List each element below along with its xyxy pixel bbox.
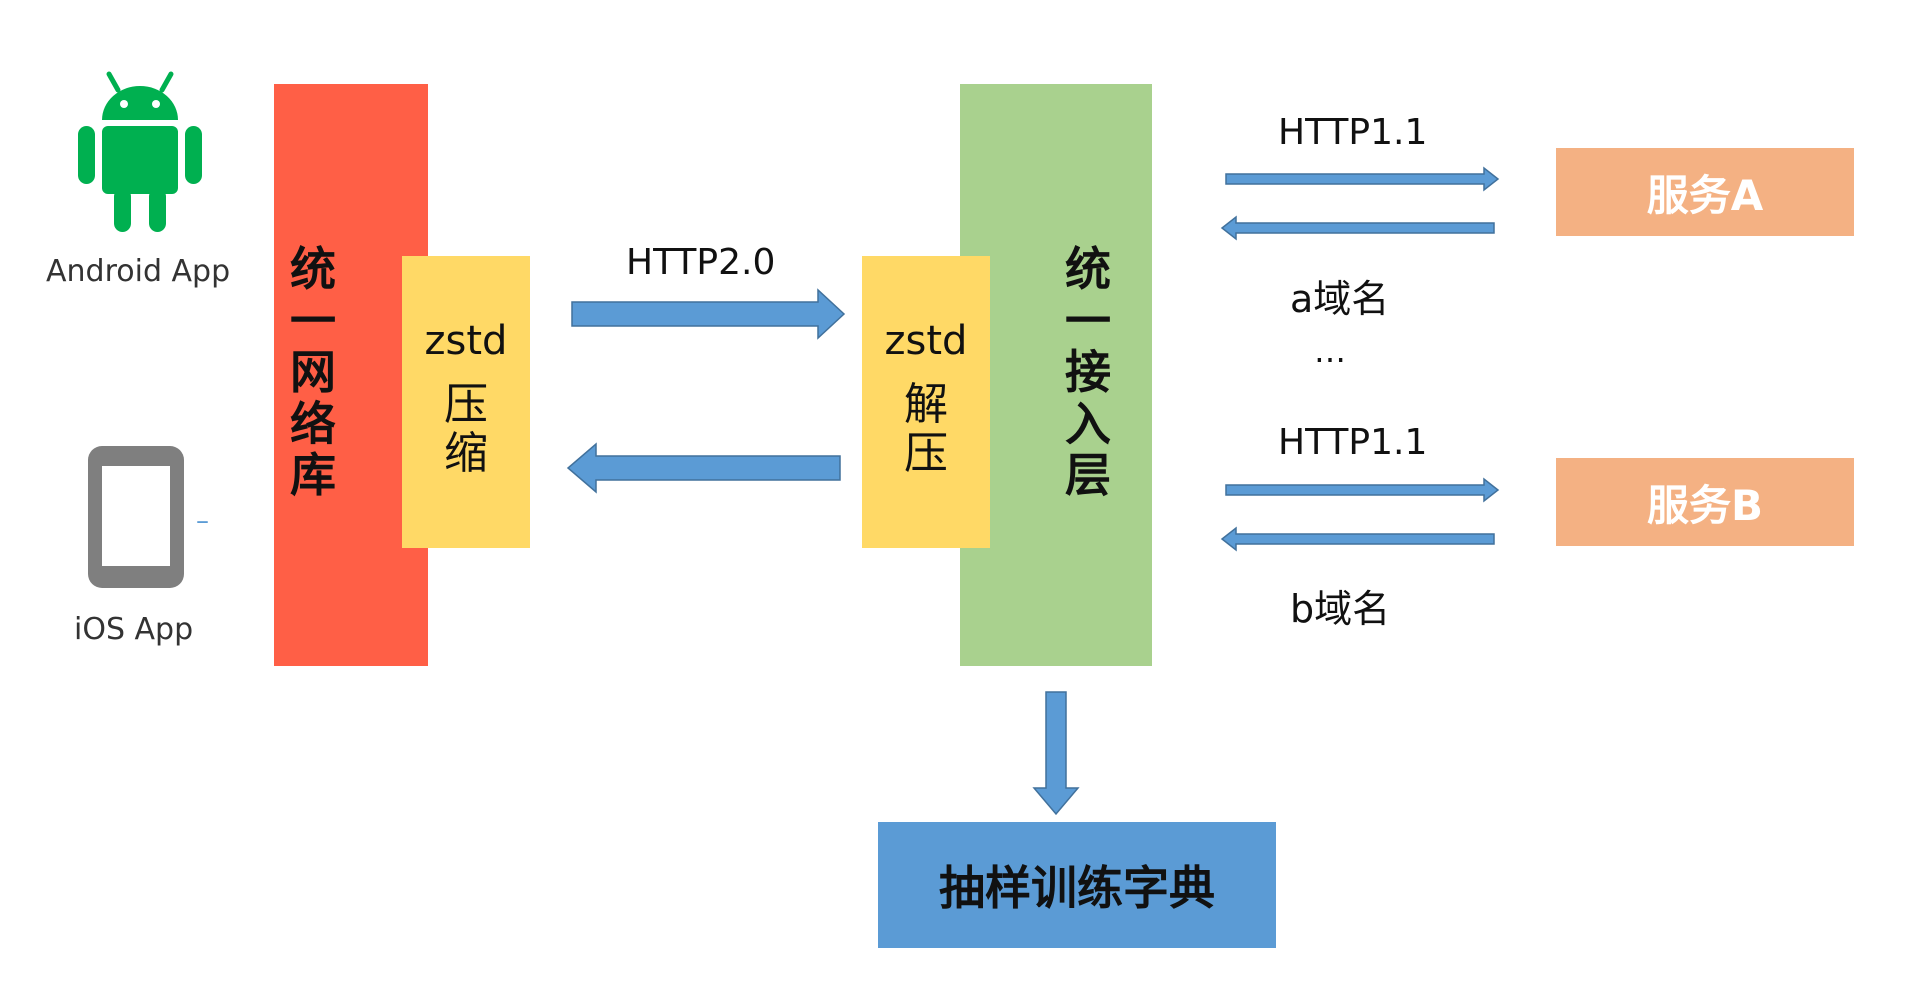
unified-access-layer-char: 接 xyxy=(1065,345,1111,400)
zstd-compress-char: 压 xyxy=(444,379,488,430)
unified-access-layer-char: 一 xyxy=(1065,293,1111,348)
http11-a-label: HTTP1.1 xyxy=(1278,112,1428,153)
service-b-box: 服务B xyxy=(1556,458,1854,546)
sampling-training-dictionary-box: 抽样训练字典 xyxy=(878,822,1276,948)
unified-access-layer-char: 层 xyxy=(1065,448,1111,503)
unified-network-library-char: 网 xyxy=(290,345,336,400)
service-b-label: 服务B xyxy=(1646,480,1763,530)
unified-network-library-char: 库 xyxy=(290,448,336,503)
android-app-label: Android App xyxy=(46,254,231,289)
unified-network-library-char: 络 xyxy=(290,396,336,451)
domain-a-label: a域名 xyxy=(1290,277,1390,321)
zstd-compress-title: zstd xyxy=(424,318,508,364)
http2-response-arrow xyxy=(566,442,841,494)
zstd-decompress-char: 解 xyxy=(904,379,948,430)
http2-label: HTTP2.0 xyxy=(626,242,776,283)
zstd-decompress-char: 压 xyxy=(904,428,948,480)
phone-icon xyxy=(88,446,184,588)
zstd-decompress-block: zstd 解压 xyxy=(862,256,990,548)
zstd-decompress-title: zstd xyxy=(884,318,968,364)
service-a-label: 服务A xyxy=(1646,170,1764,220)
service-a-response-arrow xyxy=(1220,215,1495,241)
zstd-compress-block: zstd 压缩 xyxy=(402,256,530,548)
service-a-request-arrow xyxy=(1225,166,1500,192)
zstd-compress-label: 压缩 xyxy=(402,380,530,479)
ellipsis-label: … xyxy=(1314,332,1346,370)
unified-access-layer-char: 统 xyxy=(1065,242,1111,296)
service-b-request-arrow xyxy=(1225,477,1500,503)
zstd-compress-char: 缩 xyxy=(444,428,488,480)
unified-access-layer-char: 入 xyxy=(1065,396,1111,451)
domain-b-label: b域名 xyxy=(1290,587,1391,631)
unified-network-library-char: 统 xyxy=(290,242,336,296)
http11-b-label: HTTP1.1 xyxy=(1278,422,1428,463)
android-icon xyxy=(78,71,202,232)
ios-app-label: iOS App xyxy=(74,612,194,647)
http2-request-arrow xyxy=(571,288,846,340)
unified-access-layer-block: 统一接入层 xyxy=(960,84,1152,666)
dictionary-arrow xyxy=(1032,691,1080,816)
unified-network-library-label: 统一网络库 xyxy=(274,242,352,503)
sampling-training-dictionary-label: 抽样训练字典 xyxy=(939,861,1215,915)
zstd-decompress-label: 解压 xyxy=(862,380,990,479)
unified-network-library-char: 一 xyxy=(290,293,336,348)
ios-dash: – xyxy=(196,506,209,536)
service-a-box: 服务A xyxy=(1556,148,1854,236)
unified-access-layer-label: 统一接入层 xyxy=(1032,242,1144,503)
service-b-response-arrow xyxy=(1220,526,1495,552)
